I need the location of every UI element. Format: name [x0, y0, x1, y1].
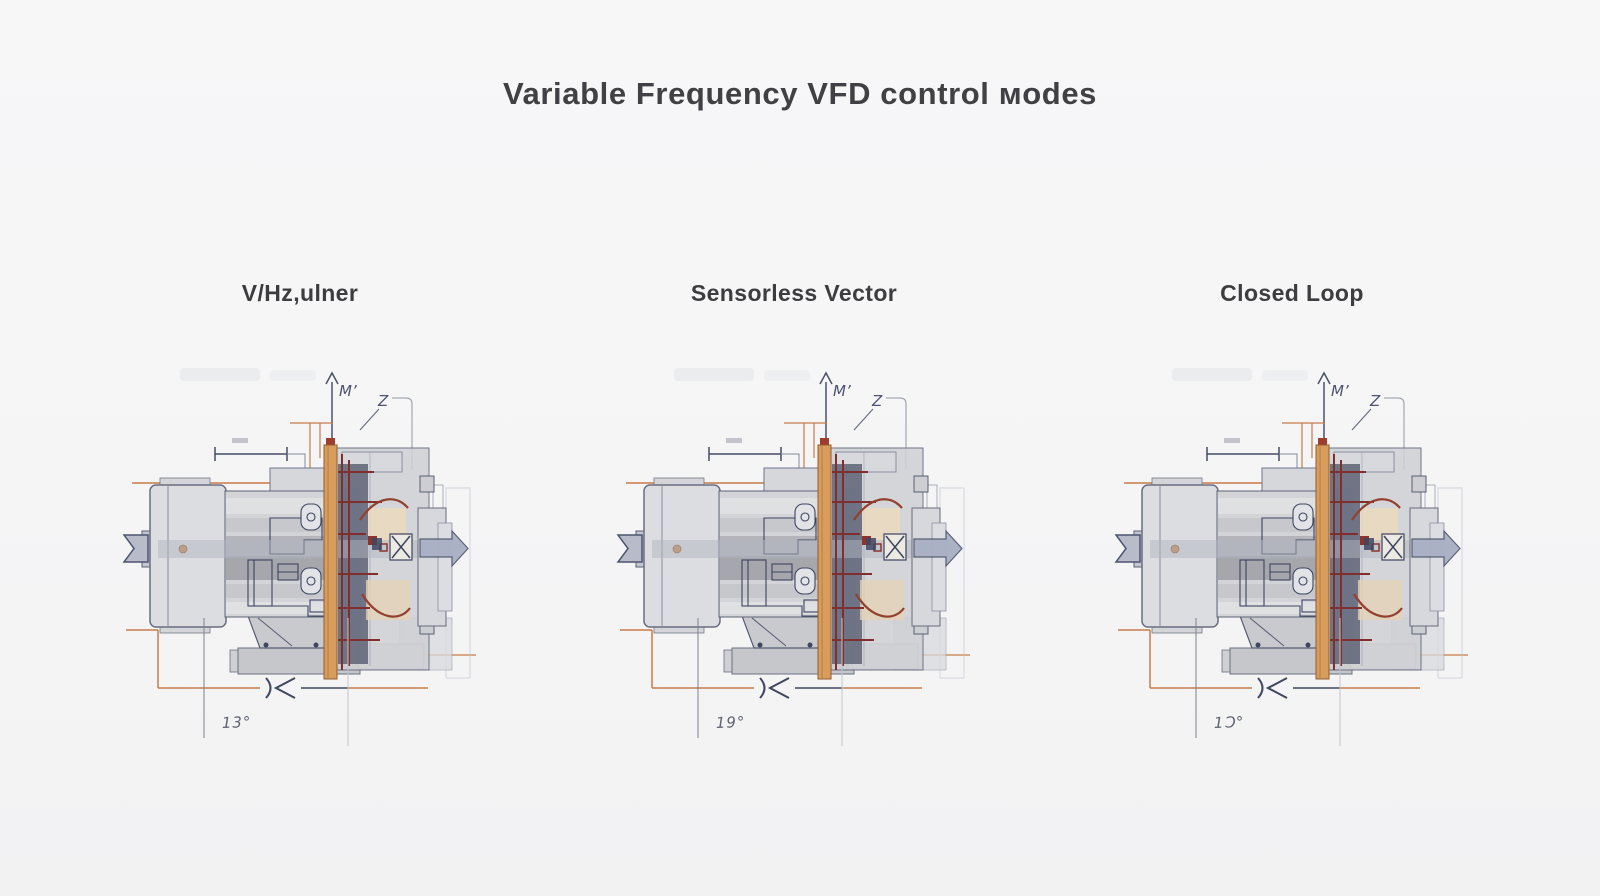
page-title: Variable Frequency VFD control мodes	[502, 76, 1098, 111]
diagram-caption-sensorless-vector: Sensorless Vector	[690, 280, 898, 306]
z-label: Z	[871, 392, 883, 410]
angle-annotation: 19°	[716, 713, 746, 732]
diagram-caption-vhz: V/Hz,ulner	[241, 280, 359, 306]
motor-diagram-art	[124, 368, 476, 746]
angle-annotation: 13°	[222, 713, 252, 732]
z-label: Z	[1369, 392, 1381, 410]
motor-diagram-sensorless-vector: M’ Z 19°	[614, 368, 974, 748]
motor-diagram-vhz: M’ Z 13°	[120, 368, 480, 748]
angle-annotation: 1Ɔ°	[1214, 713, 1245, 732]
motor-diagram-art	[618, 368, 970, 746]
torque-label: M’	[1331, 382, 1349, 400]
motor-diagram-art	[1116, 368, 1468, 746]
z-label: Z	[377, 392, 389, 410]
motor-diagram-closed-loop: M’ Z 1Ɔ°	[1112, 368, 1472, 748]
torque-label: M’	[339, 382, 357, 400]
torque-label: M’	[833, 382, 851, 400]
diagram-caption-closed-loop: Closed Loop	[1220, 280, 1364, 306]
